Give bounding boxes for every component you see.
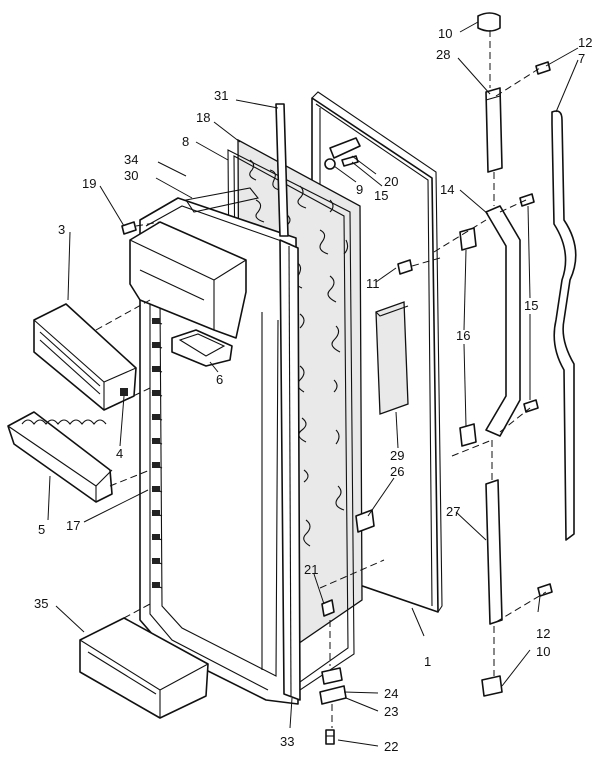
part-label-14: 14 — [440, 182, 454, 197]
part-label-18: 18 — [196, 110, 210, 125]
part-label-30: 30 — [124, 168, 138, 183]
part-label-8: 8 — [182, 134, 189, 149]
part-label-22: 22 — [384, 739, 398, 754]
part-label-20: 20 — [384, 174, 398, 189]
part-label-19: 19 — [82, 176, 96, 191]
part-label-21: 21 — [304, 562, 318, 577]
part-label-26: 26 — [390, 464, 404, 479]
part-label-15-right: 15 — [524, 298, 538, 313]
part-label-7: 7 — [578, 51, 585, 66]
door-shelf-bin-3 — [33, 303, 137, 411]
part-label-17: 17 — [66, 518, 80, 533]
egg-tray — [7, 411, 113, 503]
dispenser-recess — [171, 329, 233, 367]
part-label-10-bottom: 10 — [536, 644, 550, 659]
part-label-24: 24 — [384, 686, 398, 701]
part-label-29: 29 — [390, 448, 404, 463]
breaker-strip — [279, 239, 301, 701]
shim-bracket — [397, 259, 413, 275]
part-label-11: 11 — [366, 276, 380, 291]
part-label-3: 3 — [58, 222, 65, 237]
part-label-27: 27 — [446, 504, 460, 519]
top-cap-10 — [477, 12, 501, 32]
top-trim-rod — [275, 103, 289, 237]
part-label-35: 35 — [34, 596, 48, 611]
part-label-12-bottom: 12 — [536, 626, 550, 641]
part-label-10-top: 10 — [438, 26, 452, 41]
bottom-cap-10 — [481, 675, 503, 697]
part-label-33: 33 — [280, 734, 294, 749]
door-stop-bracket — [355, 509, 375, 533]
part-label-15-left: 15 — [374, 188, 388, 203]
part-number-labels: 10 28 12 7 31 18 8 34 30 19 20 9 15 14 1… — [34, 26, 592, 754]
insulation-block — [375, 301, 409, 415]
screw-19 — [121, 221, 137, 235]
hinge-pin-28 — [485, 87, 503, 173]
leader-lines — [47, 21, 579, 747]
part-label-4: 4 — [116, 446, 123, 461]
part-label-6: 6 — [216, 372, 223, 387]
part-label-1: 1 — [424, 654, 431, 669]
top-hinge-parts — [324, 137, 361, 170]
part-label-9: 9 — [356, 182, 363, 197]
dairy-compartment — [129, 187, 259, 339]
handle-trim-7 — [551, 110, 577, 541]
bottom-hinge-27 — [485, 479, 503, 625]
inner-door-liner — [139, 197, 299, 705]
part-label-28: 28 — [436, 47, 450, 62]
handle-bracket-14 — [485, 205, 521, 437]
part-label-23: 23 — [384, 704, 398, 719]
assembly-guide-lines — [95, 30, 547, 728]
part-label-34: 34 — [124, 152, 138, 167]
part-label-5: 5 — [38, 522, 45, 537]
part-label-12-top: 12 — [578, 35, 592, 50]
bottom-hinge-parts — [319, 599, 347, 745]
part-label-31: 31 — [214, 88, 228, 103]
screws-right — [519, 61, 553, 597]
handle-clip-lower — [459, 423, 477, 447]
part-label-16: 16 — [456, 328, 470, 343]
